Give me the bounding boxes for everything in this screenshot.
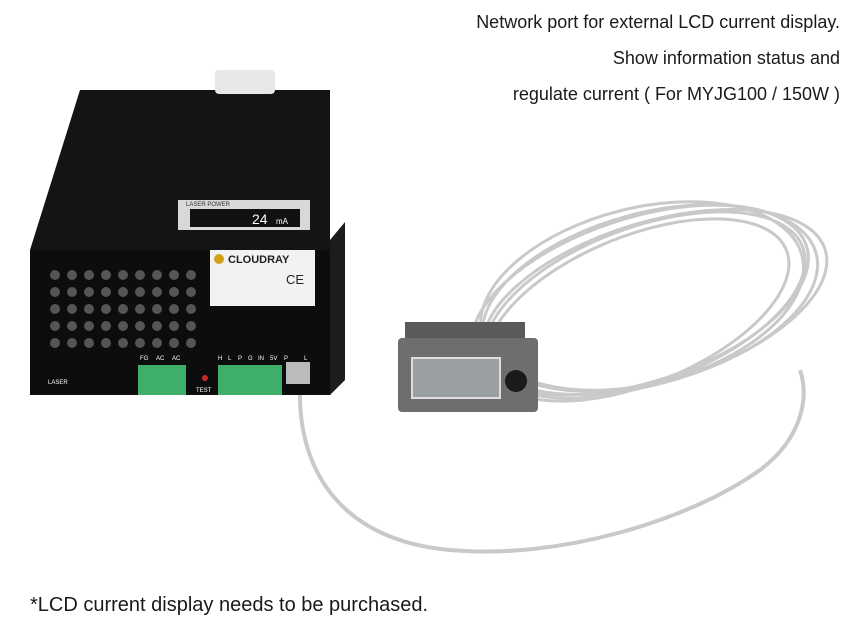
caption-line-1: Network port for external LCD current di… [476,12,840,32]
caption-line-3: regulate current ( For MYJG100 / 150W ) [512,84,840,104]
terminal-ac-1: AC [156,356,165,362]
lcd-readout-value: 24 [252,211,268,227]
lcd-display-module [398,322,538,412]
network-cable [298,369,806,554]
vent-grille [50,270,196,348]
test-label: TEST [196,388,212,394]
footnote: *LCD current display needs to be purchas… [30,594,429,616]
power-supply: LASER POWER 24 mA CLOUDRAY CE FG AC AC H… [30,70,345,395]
test-button [202,375,208,381]
brand-logo-icon [214,254,224,264]
terminal-l2: L [304,356,308,362]
brand-label [210,250,315,306]
terminal-in: IN [258,356,264,362]
terminal-p: P [238,356,242,362]
terminal-g: G [248,356,253,362]
terminal-fg: FG [140,356,149,362]
terminal-h: H [218,356,222,362]
terminal-l: L [228,356,232,362]
laser-label: LASER [48,380,68,386]
rj45-port [286,362,310,384]
brand-name: CLOUDRAY [228,254,290,266]
terminal-p2: P [284,356,288,362]
adjust-knob-icon [505,370,527,392]
top-lcd-screen [190,209,300,227]
terminal-ac-2: AC [172,356,181,362]
lcd-readout-unit: mA [276,217,289,226]
lcd-panel-title: LASER POWER [186,202,231,208]
caption-line-2: Show information status and [612,48,840,68]
ce-mark: CE [286,272,304,287]
lcd-screen [411,357,501,399]
ac-terminal-block [138,365,186,395]
terminal-5v: 5V [270,356,277,362]
signal-terminal-block [218,365,282,395]
